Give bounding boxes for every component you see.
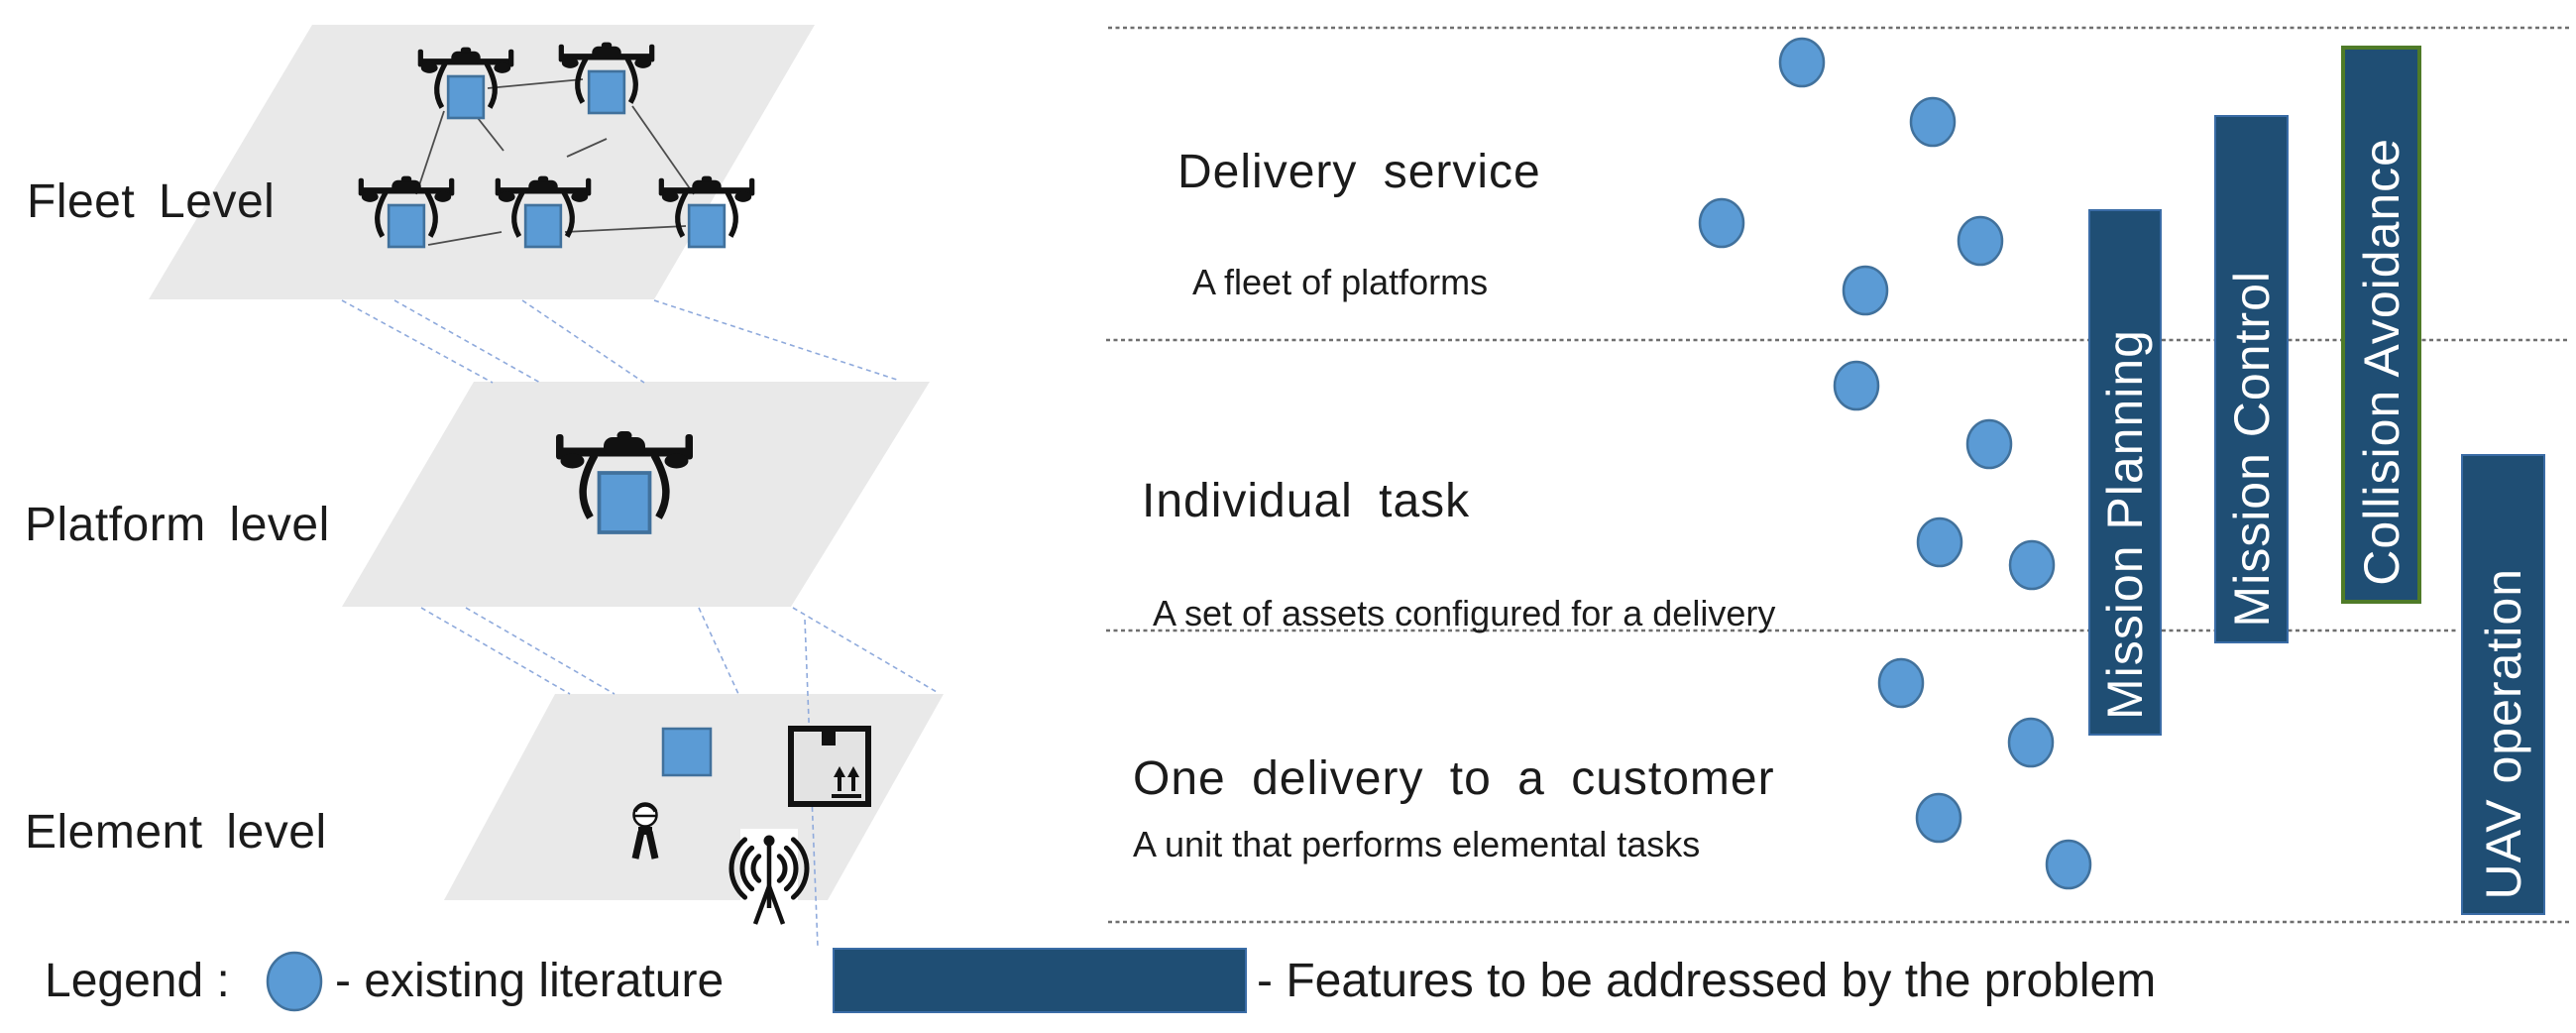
literature-dot	[1965, 418, 2013, 470]
literature-dot	[1916, 516, 1963, 568]
fleet-link-line	[631, 105, 695, 195]
feature-bar-label: Collision Avoidance	[2353, 138, 2409, 586]
feature-bar-label: UAV operation	[2475, 567, 2531, 899]
operator-leg	[631, 831, 645, 860]
legend-bar-swatch	[833, 948, 1247, 1013]
feature-bar-collision-avoidance: Collision Avoidance	[2341, 46, 2421, 604]
antenna-wave	[790, 837, 810, 900]
literature-dot	[1877, 657, 1925, 709]
feature-bar-uav-operation: UAV operation	[2461, 454, 2545, 915]
antenna-icon	[728, 829, 810, 927]
operator-icon	[631, 802, 659, 860]
decomposition-leader-line	[698, 607, 739, 695]
fleet-link-line	[487, 78, 584, 89]
antenna-wave	[783, 845, 799, 892]
feature-bar-mission-control: Mission Control	[2214, 115, 2289, 643]
literature-dot	[1842, 265, 1889, 316]
antenna-top	[763, 835, 775, 847]
antenna-leg	[766, 885, 786, 925]
operator-cap	[632, 802, 658, 813]
feature-bar-label: Mission Planning	[2097, 329, 2153, 720]
band-subtitle-element: A unit that performs elemental tasks	[1133, 824, 1701, 864]
antenna-wave	[750, 854, 762, 883]
legend-bar-caption: - Features to be addressed by the proble…	[1257, 955, 2157, 1007]
literature-dot	[1957, 215, 2004, 267]
literature-dot	[1698, 197, 1745, 249]
fleet-link-line	[473, 112, 504, 152]
literature-dot	[1909, 96, 1957, 148]
literature-dot	[1833, 360, 1880, 411]
decomposition-leader-line	[420, 607, 571, 695]
feature-bar-label: Mission Control	[2223, 271, 2280, 628]
band-title-element: One delivery to a customer	[1133, 752, 1775, 805]
band-title-fleet: Delivery service	[1177, 146, 1541, 198]
decomposition-leader-line	[792, 607, 938, 693]
band-title-platform: Individual task	[1142, 475, 1471, 527]
decomposition-leader-line	[465, 607, 616, 695]
antenna-wave	[728, 837, 748, 900]
decomposition-leader-line	[393, 299, 541, 384]
legend-dot-icon	[266, 951, 323, 1012]
literature-dot	[2008, 539, 2056, 591]
level-label-platform: Platform level	[25, 499, 330, 551]
antenna-wave	[776, 854, 788, 883]
legend-dot-caption: - existing literature	[335, 955, 725, 1007]
decomposition-leader-line	[653, 299, 898, 381]
legend-label: Legend :	[45, 955, 230, 1007]
level-label-fleet: Fleet Level	[27, 175, 276, 228]
literature-dot	[2007, 717, 2055, 768]
payload-icon	[661, 727, 713, 777]
band-subtitle-platform: A set of assets configured for a deliver…	[1153, 593, 1776, 633]
antenna-leg	[752, 885, 772, 925]
band-subtitle-fleet: A fleet of platforms	[1192, 262, 1489, 302]
decomposition-leader-line	[341, 299, 494, 384]
package-tape	[822, 730, 836, 746]
fleet-link-line	[427, 231, 503, 246]
package-icon	[788, 726, 871, 807]
fleet-link-line	[566, 138, 608, 158]
package-arrow	[847, 766, 859, 777]
operator-leg	[645, 831, 659, 860]
package-arrow-base	[832, 794, 861, 798]
literature-dot	[1778, 37, 1826, 88]
fleet-link-line	[564, 225, 687, 233]
literature-dot	[1915, 792, 1962, 844]
operator-torso	[638, 827, 652, 835]
antenna-wave	[739, 845, 755, 892]
feature-bar-mission-planning: Mission Planning	[2088, 209, 2162, 736]
package-arrow	[834, 766, 845, 777]
decomposition-leader-line	[521, 299, 645, 384]
level-label-element: Element level	[25, 806, 327, 859]
level-plane-fleet	[149, 25, 815, 299]
literature-dot	[2045, 839, 2092, 890]
fleet-link-line	[415, 110, 445, 195]
